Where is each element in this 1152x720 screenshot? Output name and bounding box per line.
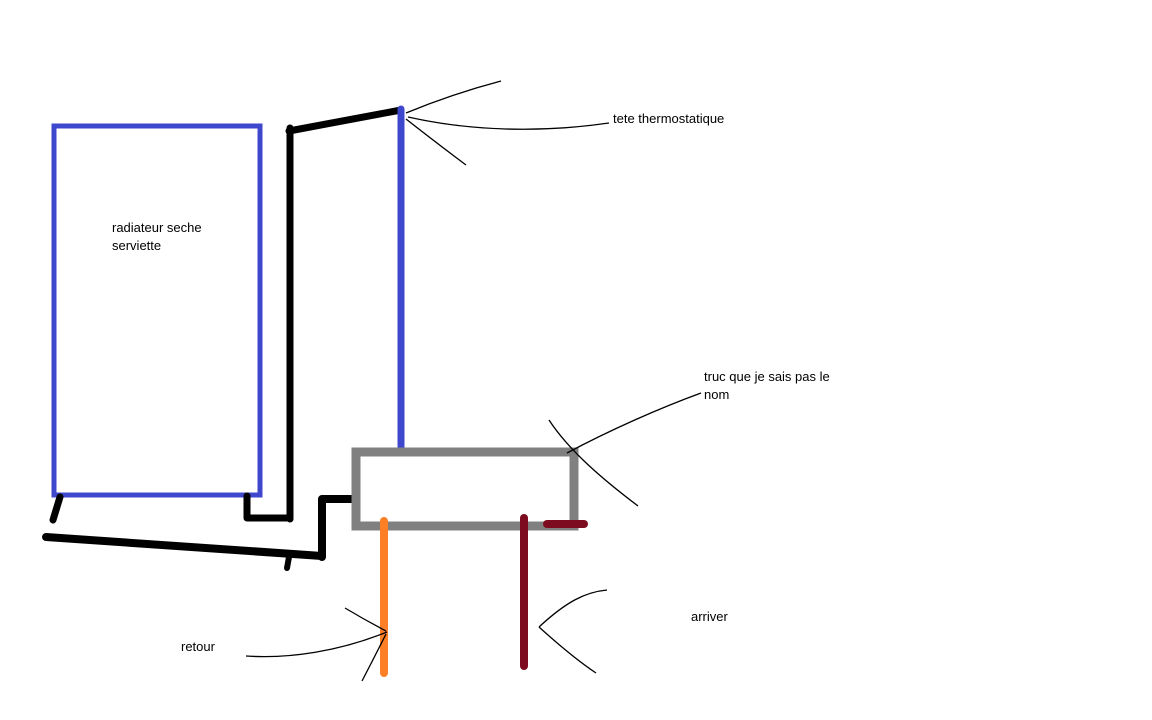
label-thermostatic-head: tete thermostatique: [613, 111, 725, 126]
leader-return-to-text: [245, 631, 388, 658]
pipe-tick: [284, 554, 292, 571]
leader-return-upper: [344, 607, 387, 632]
unknown-part-box: [351, 447, 579, 531]
leader-unknown-to-corner: [566, 392, 702, 454]
label-unknown-part: truc que je sais pas le nom: [704, 369, 830, 402]
leader-inlet-down: [538, 626, 597, 674]
leader-inlet-up: [538, 589, 608, 628]
label-return: retour: [181, 639, 215, 654]
leader-thermostatic-up: [405, 80, 502, 114]
pipe-stub-bottom-left: [49, 493, 64, 524]
leader-return-lower: [361, 633, 387, 682]
pipe-top-sloped: [285, 106, 405, 135]
label-radiator: radiateur seche serviette: [112, 220, 202, 253]
radiator-outline: [51, 123, 263, 498]
leader-thermostatic-down: [405, 118, 467, 166]
pipe-jog-to-radiator: [243, 492, 294, 522]
leader-thermostatic-to-text: [407, 116, 610, 130]
pipe-riser-to-box: [318, 495, 357, 561]
leader-unknown-cross: [548, 419, 639, 507]
label-inlet: arriver: [691, 609, 728, 624]
pipe-bottom-diagonal: [42, 533, 326, 560]
